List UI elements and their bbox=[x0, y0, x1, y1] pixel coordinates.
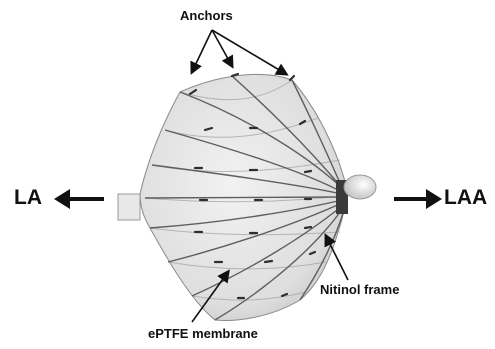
la-label: LA bbox=[14, 186, 42, 210]
la-arrow bbox=[54, 189, 104, 209]
anchors-label: Anchors bbox=[180, 8, 233, 23]
nitinol-frame-label: Nitinol frame bbox=[320, 282, 399, 297]
ptfe-membrane-label: ePTFE membrane bbox=[148, 326, 258, 341]
left-hub bbox=[118, 194, 140, 220]
laa-hub bbox=[344, 175, 376, 199]
anchors-pointers bbox=[192, 30, 286, 74]
laa-label: LAA bbox=[444, 186, 487, 210]
laa-arrow bbox=[394, 189, 442, 209]
